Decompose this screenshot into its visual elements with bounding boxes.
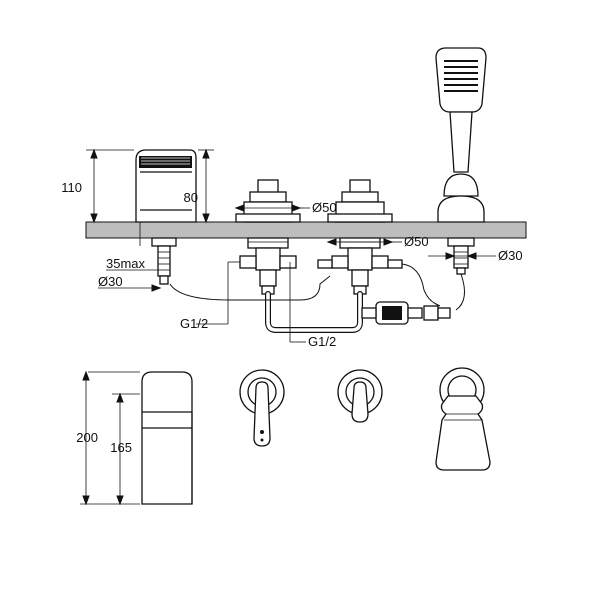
hand-shower-plan <box>435 367 491 471</box>
dim-plan-total-depth: 200 <box>76 430 98 445</box>
spout-elevation <box>135 149 197 285</box>
hose-assembly <box>169 263 466 333</box>
dim-deck-thickness: 35max <box>106 256 146 271</box>
dim-spout-height: 110 <box>61 180 82 195</box>
deck-plate <box>85 221 527 239</box>
dim-connection-center: G1/2 <box>308 334 336 349</box>
spout-plan <box>141 371 193 505</box>
dim-valve-hole-right: Ø50 <box>404 234 429 249</box>
right-valve-elevation <box>317 179 403 295</box>
left-valve-elevation <box>235 179 301 295</box>
left-handle-plan <box>239 369 285 447</box>
dim-diverter-hole: Ø30 <box>498 248 523 263</box>
dim-connection-left: G1/2 <box>180 316 208 331</box>
plan-dimensions: 200 165 <box>76 370 140 506</box>
dim-spout-hole: Ø30 <box>98 274 123 289</box>
dim-body-height: 80 <box>184 190 198 205</box>
elevation-dimensions: 110 80 35max Ø30 Ø50 Ø50 Ø30 G1/2 G <box>61 148 523 349</box>
dim-plan-spout-depth: 165 <box>110 440 132 455</box>
dim-valve-hole-left: Ø50 <box>312 200 337 215</box>
right-handle-plan <box>337 369 383 423</box>
hand-shower-elevation <box>435 47 487 275</box>
